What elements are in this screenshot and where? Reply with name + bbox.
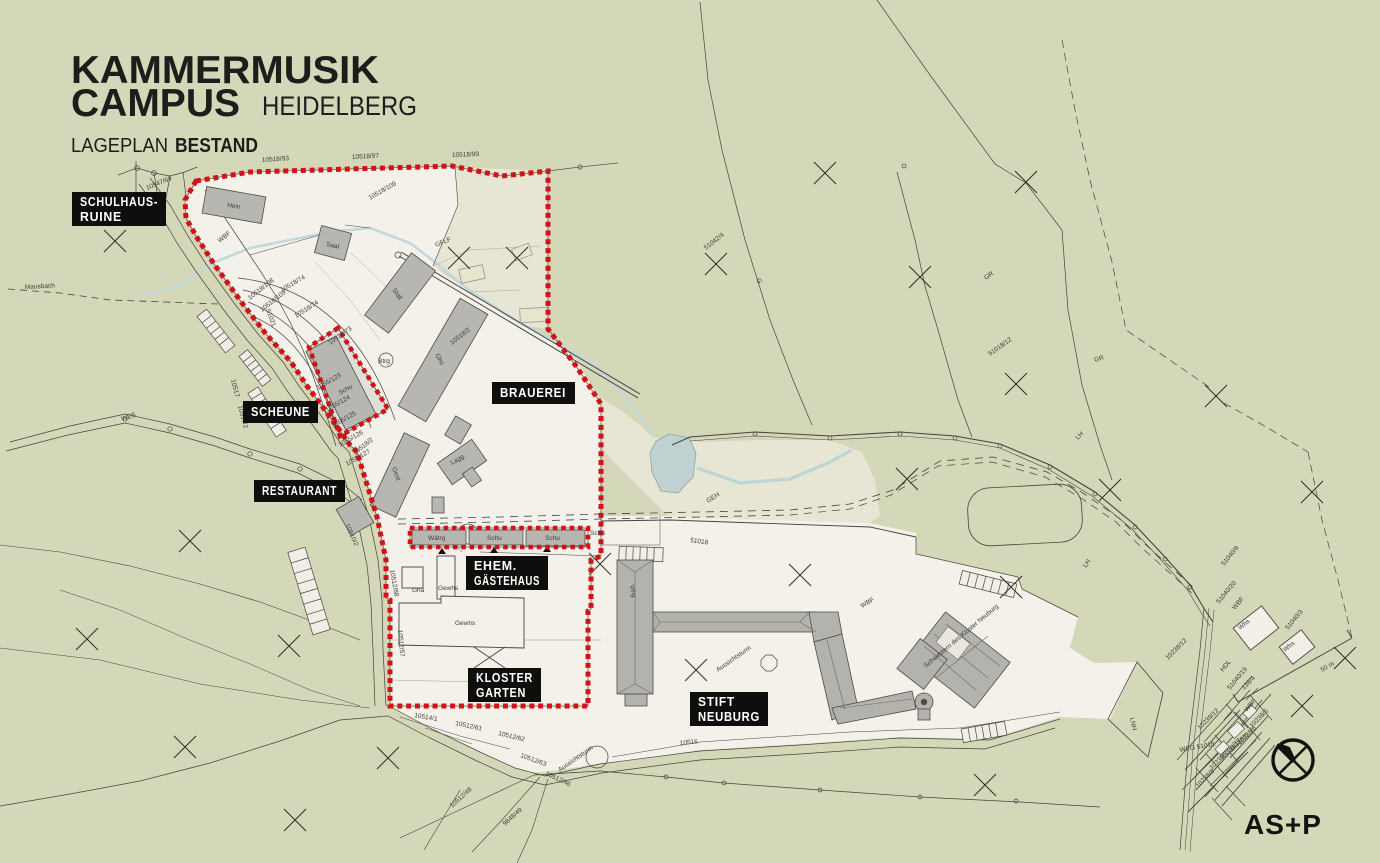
svg-text:WES: WES [120,411,137,422]
svg-text:BESTAND: BESTAND [175,135,258,157]
svg-text:SCHEUNE: SCHEUNE [251,404,310,419]
svg-text:Gewhs: Gewhs [438,585,459,592]
svg-text:G: G [754,277,763,285]
svg-text:LAGEPLAN: LAGEPLAN [71,135,168,157]
svg-text:10517: 10517 [229,379,241,399]
svg-text:HEIDELBERG: HEIDELBERG [262,91,417,121]
svg-text:GR: GR [1093,354,1105,364]
svg-text:10518/97: 10518/97 [352,153,380,161]
svg-text:KAMMERMUSIK: KAMMERMUSIK [71,49,379,92]
svg-text:GARTEN: GARTEN [476,685,526,700]
svg-text:LNH: LNH [1128,717,1138,731]
svg-text:51018: 51018 [690,537,709,547]
svg-text:Schu: Schu [545,535,560,542]
svg-text:10514/1: 10514/1 [414,712,439,723]
svg-text:BRAUEREI: BRAUEREI [500,385,566,400]
svg-text:Schu: Schu [590,530,605,537]
svg-text:Mausbach: Mausbach [25,282,56,291]
svg-text:EHEM.: EHEM. [474,558,517,573]
svg-text:GÄSTEHAUS: GÄSTEHAUS [474,573,540,588]
svg-text:NEUBURG: NEUBURG [698,709,760,724]
svg-text:10512/57: 10512/57 [396,630,405,658]
svg-text:Btrg: Btrg [378,358,390,365]
svg-text:STIFT: STIFT [698,694,735,709]
svg-text:LH: LH [1074,430,1085,441]
svg-text:RESTAURANT: RESTAURANT [262,483,337,498]
svg-text:SCHULHAUS-: SCHULHAUS- [80,194,158,209]
svg-text:Vihg: Vihg [628,584,637,598]
svg-text:LH: LH [1082,558,1093,569]
svg-text:Gewhs: Gewhs [455,620,476,627]
svg-text:10518/93: 10518/93 [262,155,290,164]
svg-text:Gest: Gest [390,466,401,481]
svg-text:Gha: Gha [412,587,425,594]
svg-text:Wätrg: Wätrg [428,535,446,542]
svg-text:Saal: Saal [326,241,341,251]
svg-text:GR: GR [983,270,995,282]
svg-text:KLOSTER: KLOSTER [476,670,533,685]
svg-text:Hein: Hein [227,202,242,211]
svg-text:10518/99: 10518/99 [452,151,480,159]
svg-text:10516: 10516 [680,738,699,747]
svg-text:CAMPUS: CAMPUS [71,82,240,125]
svg-text:RUINE: RUINE [80,209,122,224]
svg-text:AS+P: AS+P [1244,809,1322,840]
svg-text:10512/88: 10512/88 [388,569,400,597]
svg-text:Schu: Schu [487,535,502,542]
